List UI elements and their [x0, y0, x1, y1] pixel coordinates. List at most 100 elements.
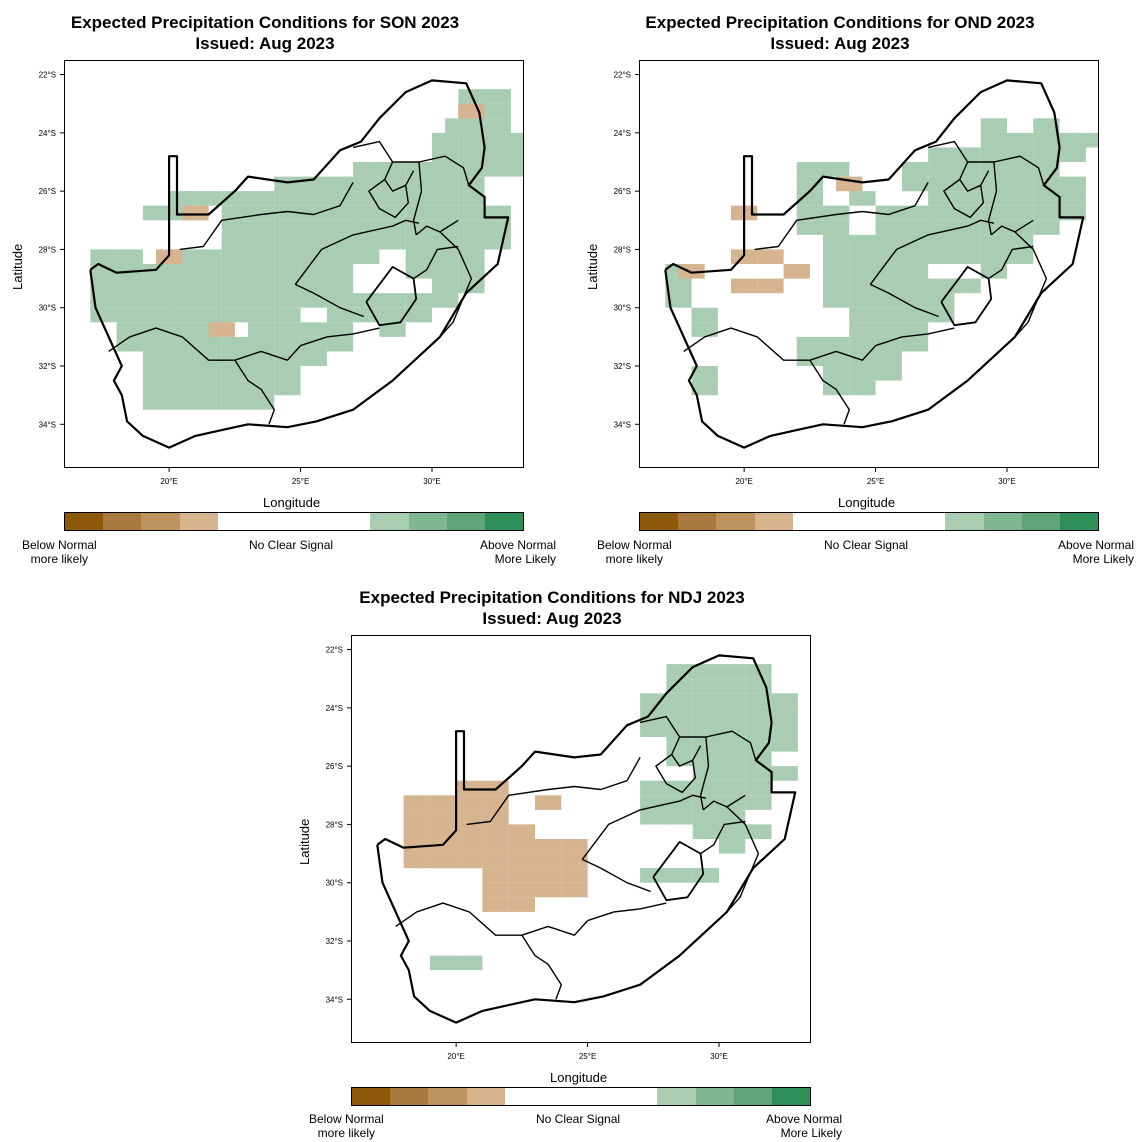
- boundaries: [664, 79, 1085, 449]
- above-normal-cell: [875, 307, 902, 323]
- above-normal-cell: [823, 278, 850, 294]
- below-normal-cell: [403, 809, 430, 825]
- above-normal-cell: [300, 322, 327, 337]
- above-normal-cell: [142, 205, 170, 221]
- above-normal-cell: [142, 322, 170, 337]
- province-boundary: [294, 219, 420, 285]
- y-tick-label: 24°S: [614, 129, 631, 138]
- above-normal-cell: [458, 234, 485, 250]
- above-normal-cell: [195, 395, 222, 410]
- above-normal-cell: [823, 366, 850, 381]
- above-normal-cell: [221, 336, 248, 352]
- above-normal-cell: [326, 278, 354, 294]
- above-normal-cell: [980, 205, 1007, 221]
- y-tick-label: 26°S: [614, 187, 631, 196]
- above-normal-cell: [901, 336, 929, 352]
- above-normal-cell: [432, 191, 459, 206]
- above-normal-cell: [849, 307, 876, 323]
- below-normal-cell: [731, 278, 758, 294]
- above-normal-cell: [274, 336, 301, 352]
- above-normal-cell: [849, 336, 876, 352]
- above-normal-cell: [692, 809, 719, 825]
- above-normal-cell: [326, 307, 354, 323]
- above-normal-cell: [142, 351, 170, 366]
- above-normal-cell: [274, 307, 301, 323]
- above-normal-cell: [248, 191, 275, 206]
- above-normal-cell: [1033, 220, 1060, 235]
- above-normal-cell: [719, 751, 746, 767]
- below-normal-cell: [482, 868, 509, 883]
- legend-none: No Clear Signal: [824, 538, 909, 552]
- above-normal-cell: [353, 205, 380, 221]
- above-normal-cell: [666, 751, 693, 767]
- below-normal-cell: [208, 322, 235, 337]
- above-normal-cell: [928, 234, 955, 250]
- above-normal-cell: [666, 693, 693, 708]
- legend-swatch: [869, 513, 908, 530]
- province-boundary: [700, 820, 746, 855]
- below-normal-cell: [456, 780, 483, 796]
- above-normal-cell: [954, 205, 981, 221]
- above-normal-cell: [458, 176, 485, 192]
- above-normal-cell: [248, 351, 275, 366]
- legend-swatch: [945, 513, 984, 530]
- country-outline: [664, 79, 1085, 449]
- above-normal-cell: [1007, 176, 1034, 192]
- above-normal-cell: [274, 293, 301, 308]
- below-normal-cell: [403, 795, 430, 810]
- above-normal-cell: [169, 366, 196, 381]
- above-normal-cell: [353, 249, 380, 264]
- above-normal-cell: [142, 336, 170, 352]
- x-tick-label: 25°E: [867, 477, 884, 486]
- above-normal-cell: [142, 293, 170, 308]
- above-normal-cell: [666, 809, 693, 825]
- above-normal-cell: [692, 707, 719, 723]
- above-normal-cell: [458, 249, 485, 264]
- y-tick-label: 24°S: [326, 704, 343, 713]
- above-normal-cell: [901, 249, 929, 264]
- province-boundary: [870, 283, 939, 318]
- above-normal-cell: [248, 249, 275, 264]
- y-tick-label: 34°S: [39, 420, 56, 429]
- above-normal-cell: [719, 664, 746, 679]
- above-normal-cell: [353, 191, 380, 206]
- lesotho-outline: [940, 265, 993, 327]
- lesotho-outline: [365, 265, 418, 327]
- above-normal-cell: [823, 249, 850, 264]
- y-tick-label: 32°S: [39, 362, 56, 371]
- above-normal-cell: [692, 722, 719, 737]
- above-normal-cell: [116, 322, 143, 337]
- legend-swatch: [542, 1088, 582, 1105]
- province-boundary: [521, 920, 589, 936]
- below-normal-cell: [508, 853, 535, 869]
- province-boundary: [582, 858, 651, 893]
- above-normal-cell: [666, 707, 693, 723]
- province-boundary: [809, 345, 877, 361]
- below-normal-cell: [561, 882, 588, 898]
- xlabel: Longitude: [550, 1070, 608, 1085]
- above-normal-cell: [248, 366, 275, 381]
- above-normal-cell: [274, 278, 301, 294]
- legend-swatch: [255, 513, 295, 530]
- above-normal-cell: [875, 351, 902, 366]
- above-normal-cell: [875, 366, 902, 381]
- above-normal-cell: [796, 162, 823, 177]
- y-tick-label: 26°S: [39, 187, 56, 196]
- above-normal-cell: [849, 191, 876, 206]
- legend-swatch: [640, 513, 679, 530]
- above-normal-cell: [300, 191, 327, 206]
- above-normal-cell: [771, 707, 798, 723]
- below-normal-cell: [482, 897, 509, 912]
- above-normal-cell: [823, 162, 850, 177]
- above-normal-cell: [195, 307, 222, 323]
- above-normal-cell: [405, 249, 432, 264]
- above-normal-cell: [274, 351, 301, 366]
- above-normal-cell: [169, 322, 196, 337]
- province-boundary: [1014, 231, 1048, 338]
- province-boundary: [300, 327, 380, 347]
- above-normal-cell: [484, 118, 511, 133]
- above-normal-cell: [875, 336, 902, 352]
- above-normal-cell: [116, 278, 143, 294]
- above-normal-cell: [875, 278, 902, 294]
